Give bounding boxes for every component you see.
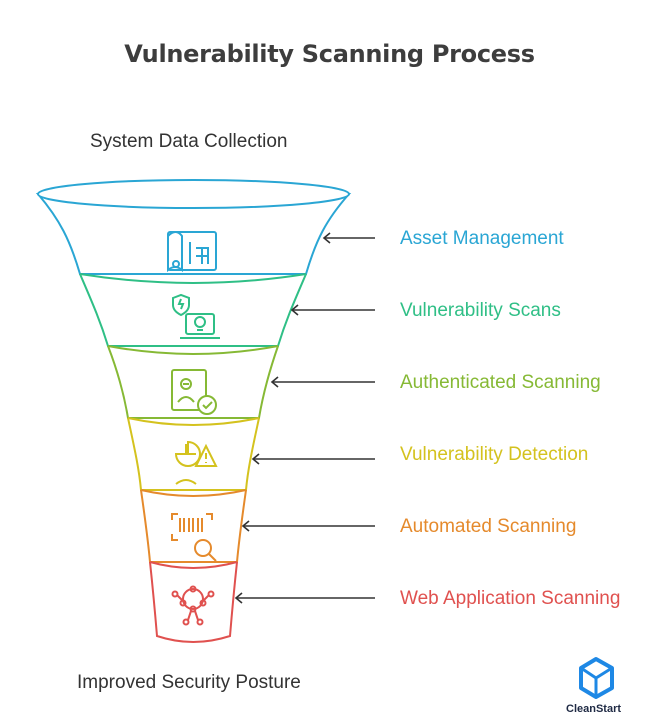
blueprint-building-icon xyxy=(167,231,217,273)
stage-label-web-application-scanning: Web Application Scanning xyxy=(400,588,621,609)
shield-laptop-skull-icon xyxy=(172,293,220,339)
brand-name: CleanStart xyxy=(566,703,622,715)
section-divider xyxy=(79,273,307,284)
arrow-authenticated-scanning xyxy=(270,376,375,388)
section-divider xyxy=(107,345,279,355)
arrow-asset-management xyxy=(322,232,375,244)
arrow-automated-scanning xyxy=(241,520,375,532)
stage-label-asset-management: Asset Management xyxy=(400,228,564,249)
network-nodes-icon xyxy=(171,585,215,626)
funnel-top-rim xyxy=(37,179,350,209)
funnel-output-label: Improved Security Posture xyxy=(77,672,301,693)
pie-chart-warning-icon xyxy=(174,440,218,485)
stage-arrows xyxy=(234,232,375,604)
funnel-input-label: System Data Collection xyxy=(90,131,288,152)
page-title: Vulnerability Scanning Process xyxy=(124,40,535,68)
stage-label-vulnerability-scans: Vulnerability Scans xyxy=(400,300,561,321)
arrow-vulnerability-scans xyxy=(290,304,375,316)
funnel-section-authenticated-scanning xyxy=(107,345,279,419)
stage-label-vulnerability-detection: Vulnerability Detection xyxy=(400,444,589,465)
section-divider xyxy=(149,561,238,569)
arrow-web-application-scanning xyxy=(234,592,375,604)
funnel-section-vulnerability-detection xyxy=(127,417,260,491)
stage-label-automated-scanning: Automated Scanning xyxy=(400,516,577,537)
arrow-vulnerability-detection xyxy=(251,453,375,465)
cleanstart-logo-icon xyxy=(579,657,614,699)
section-divider xyxy=(140,489,247,497)
barcode-magnifier-icon xyxy=(171,513,217,562)
funnel-section-web-application-scanning xyxy=(149,561,238,643)
section-divider xyxy=(127,417,260,426)
funnel-section-vulnerability-scans xyxy=(79,273,307,347)
user-verified-check-icon xyxy=(171,369,217,415)
stage-label-authenticated-scanning: Authenticated Scanning xyxy=(400,372,601,393)
funnel-section-automated-scanning xyxy=(140,489,247,563)
